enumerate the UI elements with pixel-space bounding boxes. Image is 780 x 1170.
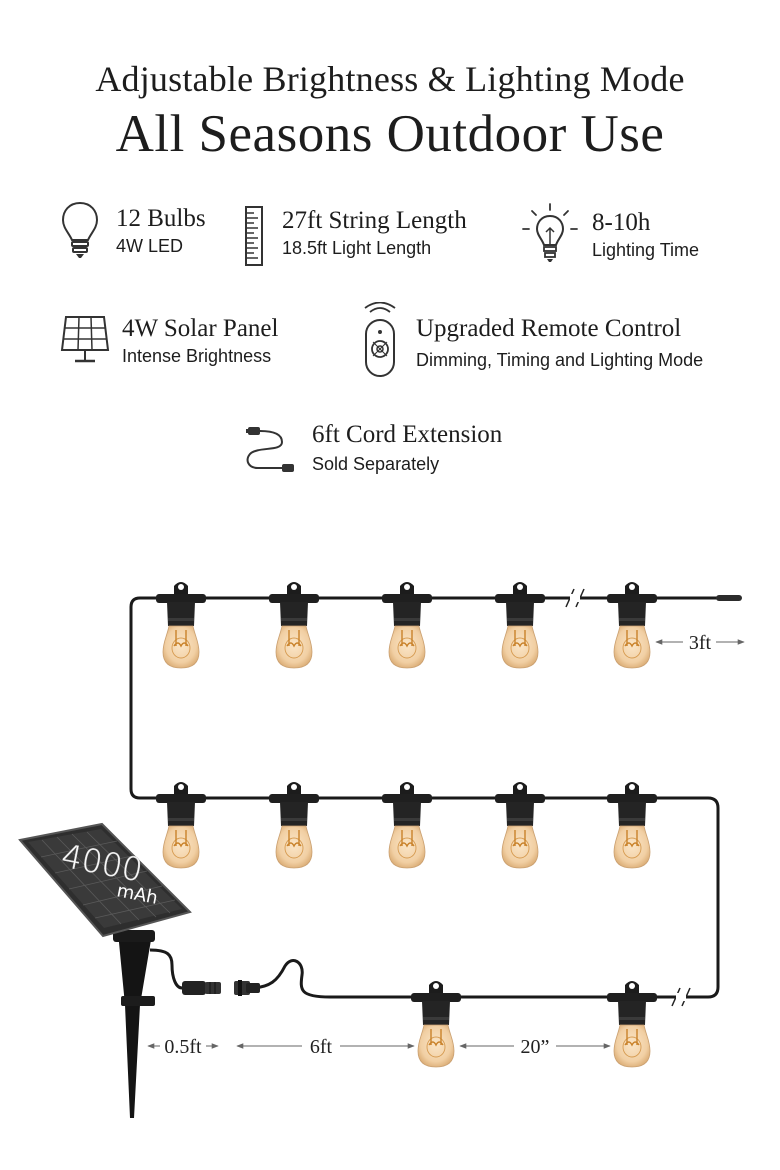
bulb	[382, 782, 432, 869]
ruler-icon	[245, 206, 263, 266]
feature-string-length: 27ft String Length 18.5ft Light Length	[282, 206, 467, 260]
dim-3ft-label: 3ft	[689, 632, 712, 654]
bulb	[156, 782, 206, 869]
feature-bulbs: 12 Bulbs 4W LED	[116, 204, 206, 258]
remote-control-icon	[364, 302, 396, 377]
bulb	[607, 981, 657, 1068]
bulb	[269, 582, 319, 669]
feature-remote-subtitle: Dimming, Timing and Lighting Mode	[416, 350, 704, 370]
connector-female	[234, 980, 260, 996]
bulb	[607, 582, 657, 669]
glowing-bulb-icon	[522, 203, 578, 262]
bulb	[156, 582, 206, 669]
feature-lighting-time-title: 8-10h	[592, 209, 651, 236]
feature-bulbs-subtitle: 4W LED	[116, 236, 184, 256]
bulb	[269, 782, 319, 869]
feature-bulbs-title: 12 Bulbs	[116, 205, 206, 232]
dim-20in-label: 20”	[521, 1036, 550, 1058]
feature-string-length-subtitle: 18.5ft Light Length	[282, 238, 432, 258]
bulb	[382, 582, 432, 669]
feature-solar-panel-title: 4W Solar Panel	[122, 315, 279, 342]
connector-male	[182, 981, 221, 995]
bulb	[607, 782, 657, 869]
dim-05ft: 0.5ft	[147, 1036, 219, 1058]
feature-cord-subtitle: Sold Separately	[312, 454, 440, 474]
dim-6ft: 6ft	[236, 1036, 415, 1058]
bulb	[495, 582, 545, 669]
cord-end-cap	[716, 595, 742, 601]
dim-3ft: 3ft	[655, 632, 745, 654]
feature-lighting-time-subtitle: Lighting Time	[592, 240, 700, 260]
bulb-group	[156, 582, 657, 1068]
feature-cord: 6ft Cord Extension Sold Separately	[312, 420, 502, 476]
feature-lighting-time: 8-10h Lighting Time	[592, 208, 699, 262]
feature-string-length-title: 27ft String Length	[282, 207, 467, 234]
feature-remote: Upgraded Remote Control Dimming, Timing …	[416, 314, 703, 372]
cord-icon	[246, 427, 294, 472]
dim-20in: 20”	[459, 1036, 611, 1058]
headline-seasons: All Seasons Outdoor Use	[115, 105, 665, 163]
bulb	[411, 981, 461, 1068]
feature-cord-title: 6ft Cord Extension	[312, 421, 503, 448]
dim-05ft-label: 0.5ft	[164, 1036, 202, 1058]
solar-panel-icon	[60, 316, 110, 363]
feature-solar-panel: 4W Solar Panel Intense Brightness	[122, 314, 278, 368]
bulb-icon	[61, 201, 99, 258]
feature-solar-panel-subtitle: Intense Brightness	[122, 346, 272, 366]
dim-6ft-label: 6ft	[310, 1036, 333, 1058]
solar-panel: 4000 mAh	[18, 822, 192, 1118]
feature-remote-title: Upgraded Remote Control	[416, 315, 682, 342]
bulb	[495, 782, 545, 869]
headline-brightness: Adjustable Brightness & Lighting Mode	[95, 59, 685, 99]
